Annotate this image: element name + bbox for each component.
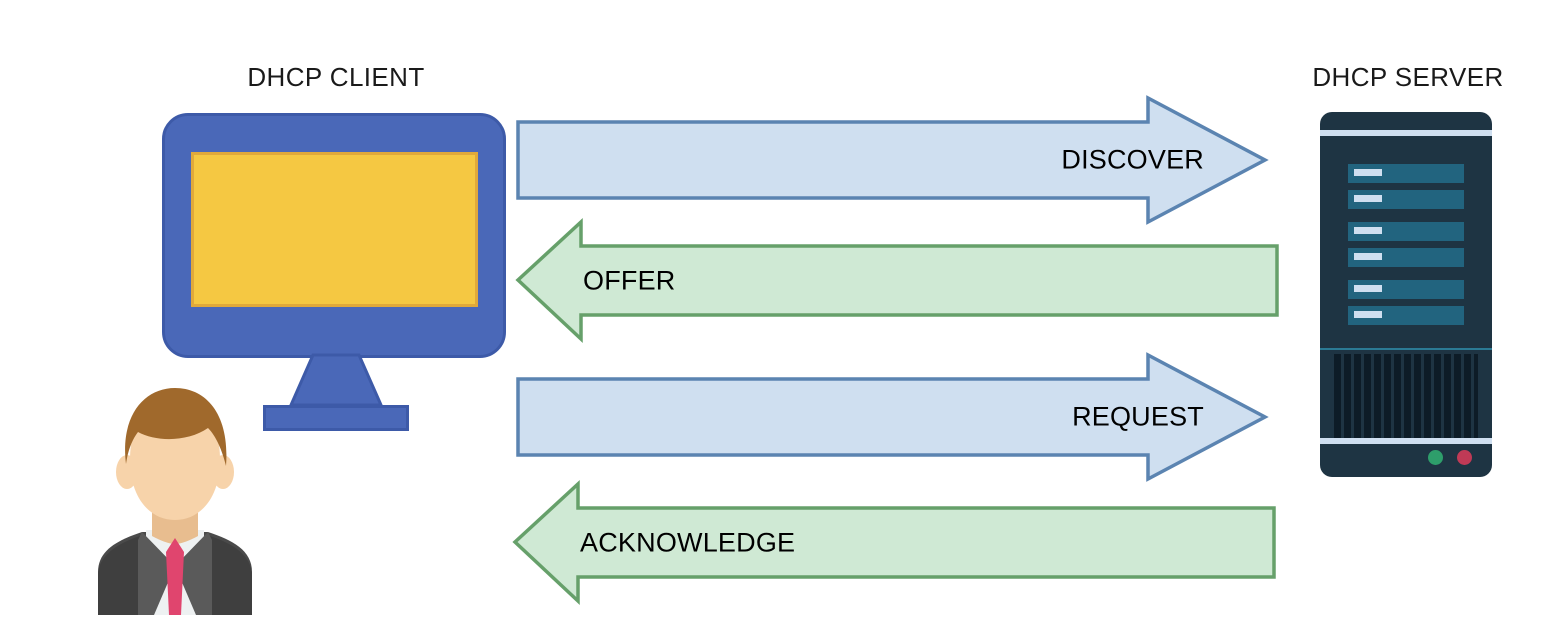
status-led-red	[1457, 450, 1472, 465]
server-drive-bay	[1348, 280, 1464, 299]
message-arrow-acknowledge[interactable]: ACKNOWLEDGE	[512, 480, 1277, 606]
monitor-screen	[191, 152, 478, 307]
server-title: DHCP SERVER	[1312, 62, 1504, 92]
server-drive-bay	[1348, 190, 1464, 209]
drive-bay-indicator	[1354, 285, 1382, 292]
drive-bay-indicator	[1354, 253, 1382, 260]
dhcp-server-graphic	[1320, 112, 1492, 477]
server-top-highlight	[1320, 130, 1492, 136]
drive-bay-indicator	[1354, 227, 1382, 234]
server-drive-bay	[1348, 248, 1464, 267]
arrow-left-shape	[515, 218, 1279, 344]
client-title: DHCP CLIENT	[247, 62, 425, 92]
arrow-right-shape	[516, 352, 1269, 482]
user-avatar-icon	[98, 388, 252, 615]
server-drive-bay	[1348, 306, 1464, 325]
monitor-base	[263, 405, 409, 431]
server-drive-bay	[1348, 222, 1464, 241]
dhcp-client-graphic	[45, 105, 515, 615]
status-led-green	[1428, 450, 1443, 465]
message-label-offer: OFFER	[583, 265, 676, 295]
vent-slats	[1334, 354, 1478, 441]
message-arrow-discover[interactable]: DISCOVER	[515, 95, 1270, 225]
monitor-neck	[288, 353, 384, 407]
arrow-left-shape	[512, 480, 1276, 606]
message-label-discover: DISCOVER	[1061, 144, 1204, 175]
drive-bay-indicator	[1354, 311, 1382, 318]
drive-bay-indicator	[1354, 195, 1382, 202]
arrow-right-shape	[516, 95, 1269, 225]
message-label-acknowledge: ACKNOWLEDGE	[580, 527, 796, 557]
server-vent-panel	[1320, 348, 1492, 445]
message-label-request: REQUEST	[1072, 401, 1204, 432]
message-arrow-offer[interactable]: OFFER	[515, 218, 1280, 344]
drive-bay-indicator	[1354, 169, 1382, 176]
message-arrow-request[interactable]: REQUEST	[515, 352, 1270, 482]
server-bottom-highlight	[1320, 438, 1492, 444]
server-drive-bay	[1348, 164, 1464, 183]
